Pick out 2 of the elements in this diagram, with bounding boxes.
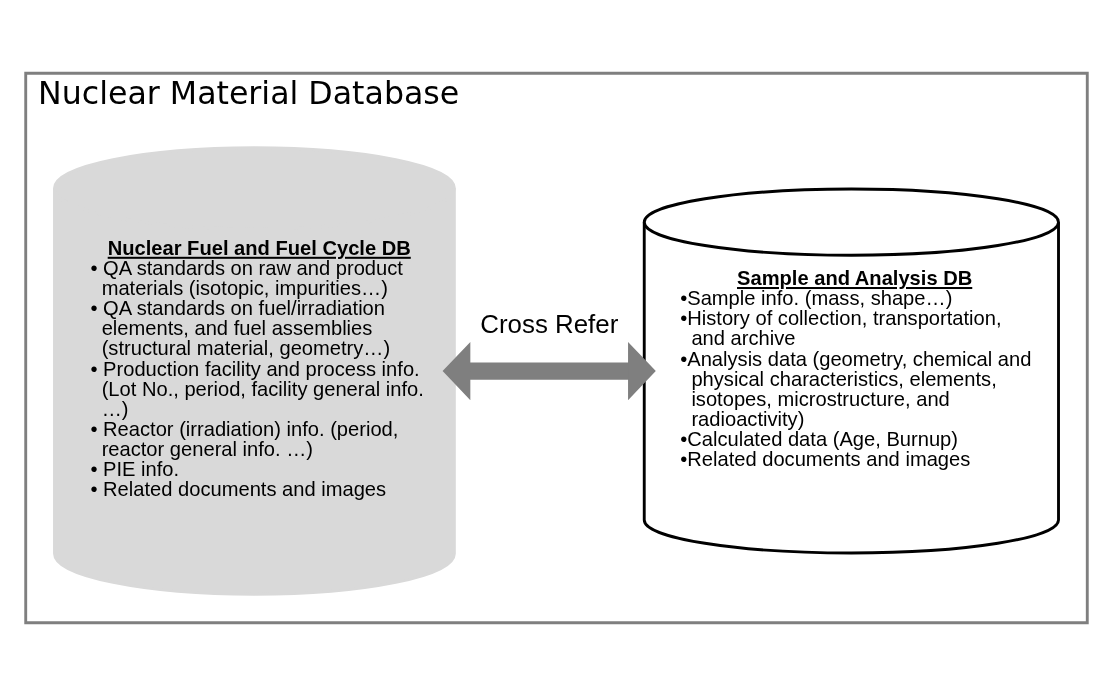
edge-label: Cross Refer (480, 309, 619, 338)
arrow (442, 341, 656, 400)
